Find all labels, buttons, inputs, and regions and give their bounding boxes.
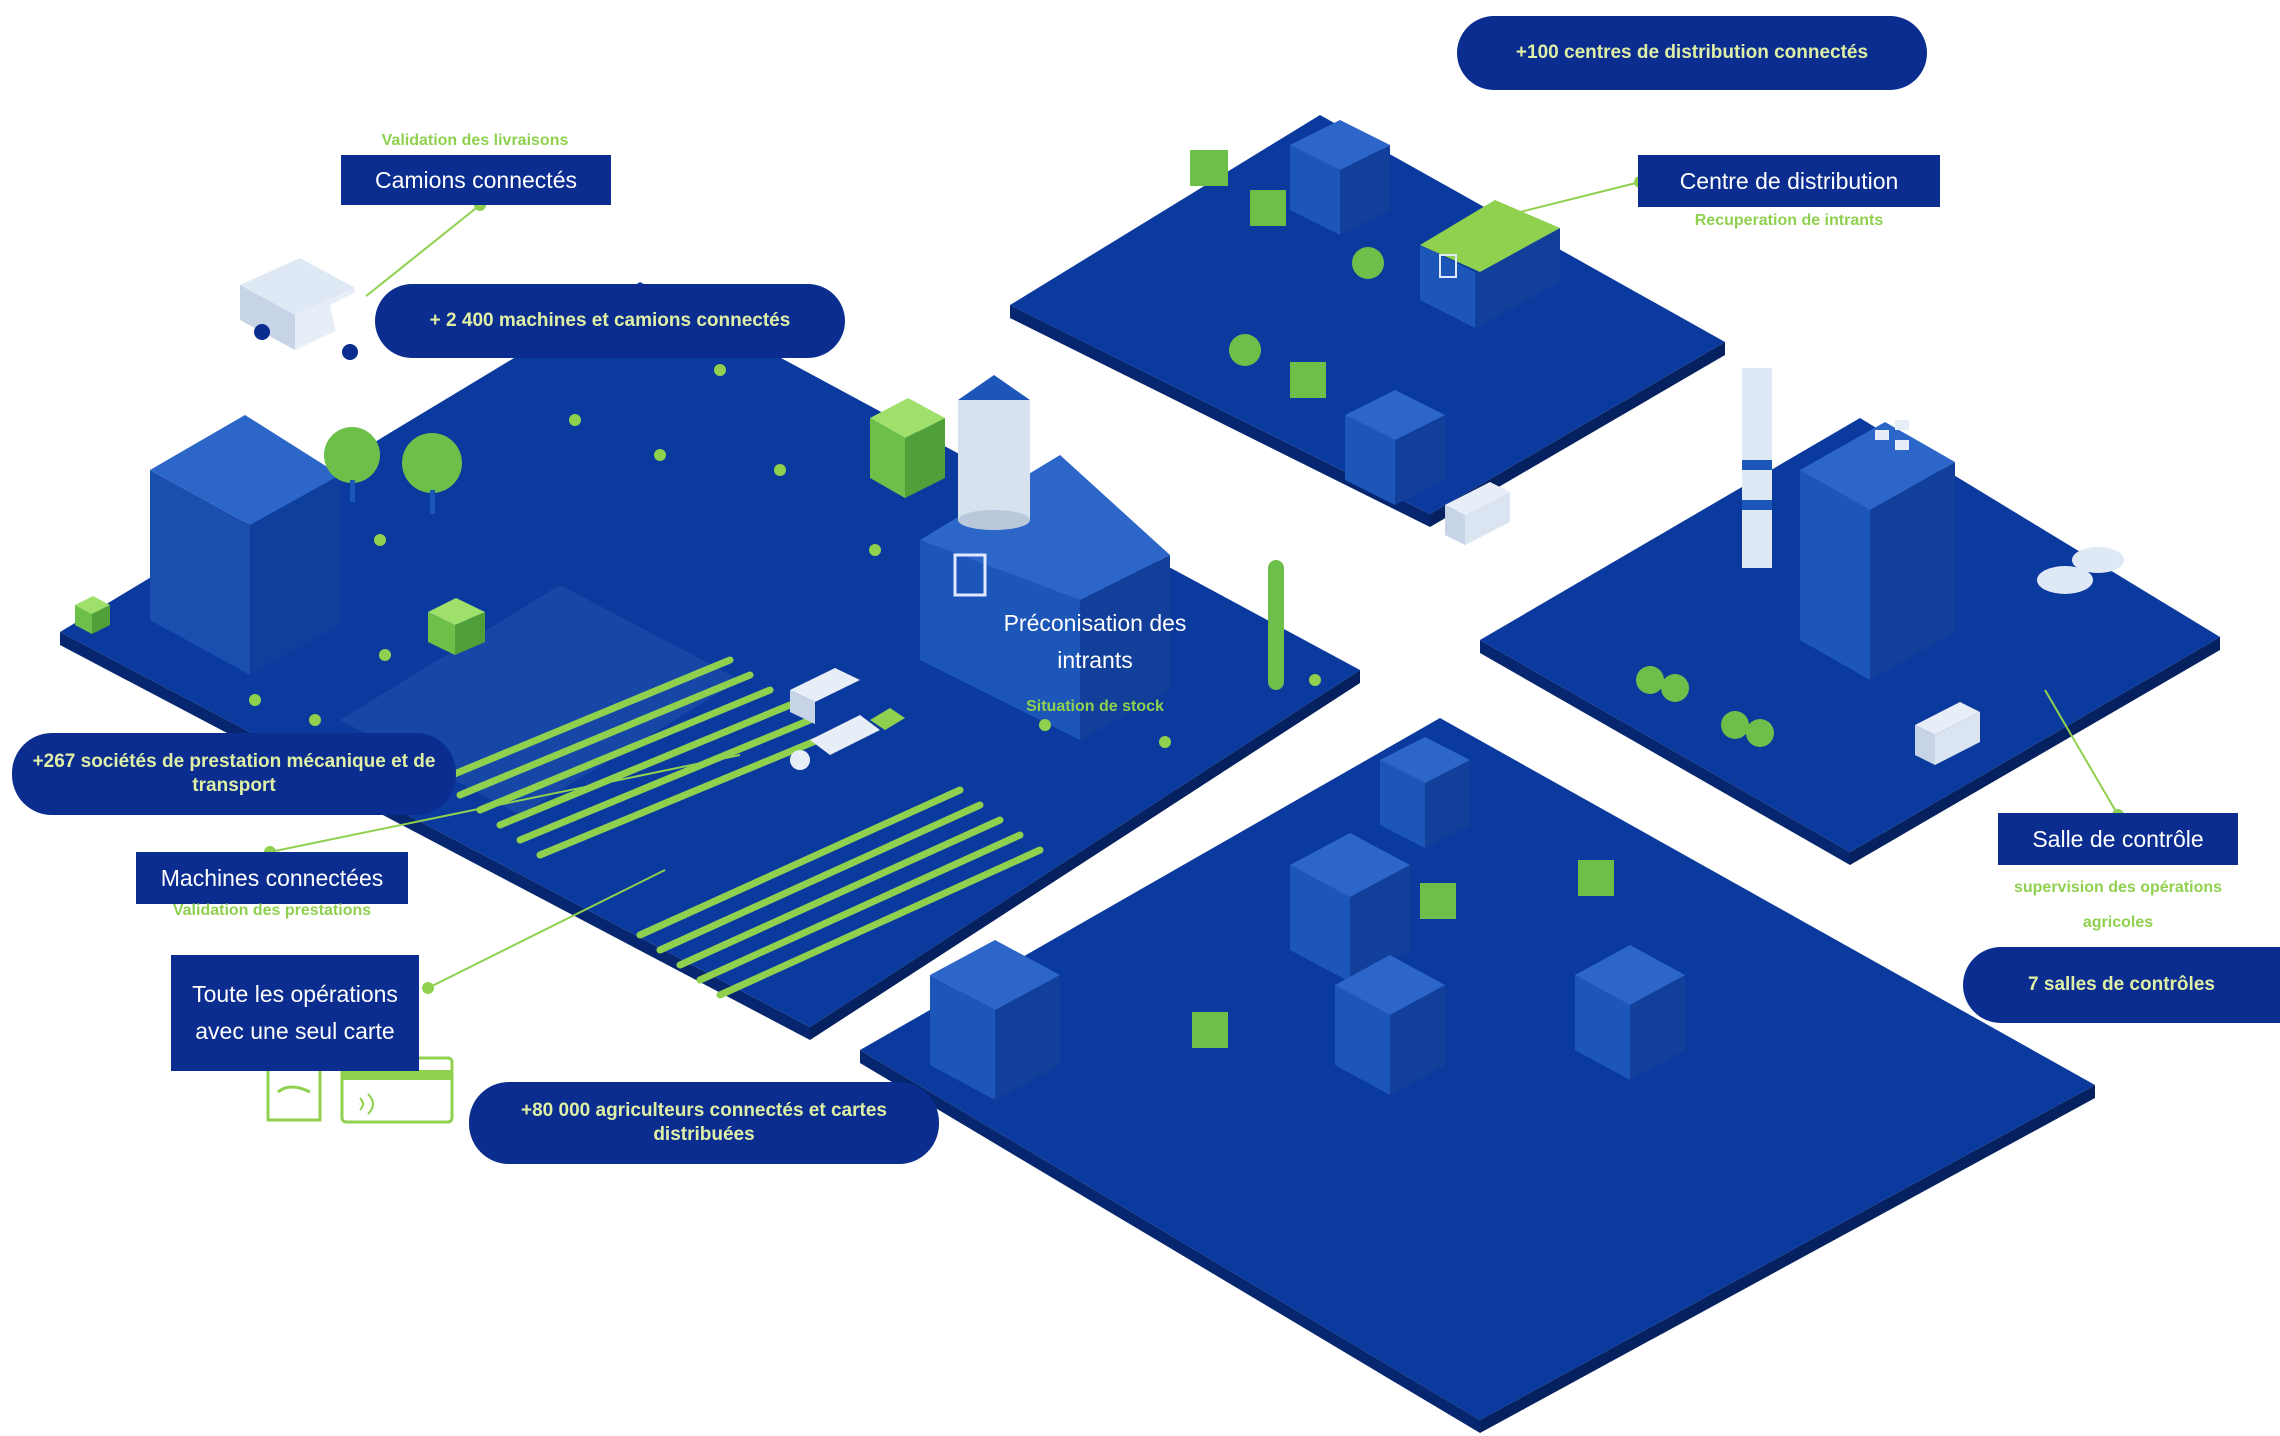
trees — [1636, 666, 1774, 747]
green-cube — [428, 598, 485, 655]
recommendation-label: Préconisation des intrants — [1003, 610, 1187, 673]
card-label: Toute les opérations avec une seul carte — [171, 955, 419, 1071]
trucks-subtitle: Validation des livraisons — [381, 132, 569, 149]
stat-service-companies: +267 sociétés de prestation mécanique et… — [12, 733, 456, 815]
recommendation-subtitle: Situation de stock — [1026, 698, 1164, 715]
green-cube — [75, 596, 110, 634]
stat-distribution-centers: +100 centres de distribution connectés — [1457, 16, 1927, 90]
factory-building — [1800, 420, 1955, 680]
tree — [324, 427, 380, 483]
cube — [930, 940, 1060, 1100]
control-room-subtitle: supervision des opérations agricoles — [2013, 879, 2223, 932]
cube — [1575, 945, 1685, 1080]
silo — [958, 375, 1030, 530]
barn-building — [920, 455, 1170, 740]
cube — [1335, 955, 1445, 1095]
stat-farmers: +80 000 agriculteurs connectés et cartes… — [469, 1082, 939, 1164]
empty-platform — [860, 718, 2095, 1433]
factory-platform — [1480, 368, 2220, 865]
trees — [1190, 150, 1384, 398]
distribution-platform — [1010, 115, 1725, 545]
distribution-center-label: Centre de distribution — [1638, 155, 1940, 207]
stat-machines-trucks: + 2 400 machines et camions connectés — [375, 284, 845, 358]
cube — [1380, 737, 1470, 848]
building — [1290, 120, 1390, 235]
distribution-barn — [1420, 200, 1560, 328]
trucks-label: Camions connectés — [341, 155, 611, 205]
tank — [2072, 547, 2124, 573]
factory-truck — [1915, 702, 1980, 765]
trees — [1192, 860, 1614, 1048]
pole — [1268, 560, 1284, 690]
control-room-label: Salle de contrôle — [1998, 813, 2238, 865]
warehouse-block — [150, 415, 340, 675]
stat-control-rooms: 7 salles de contrôles — [1963, 947, 2280, 1023]
cube — [1290, 833, 1410, 982]
crop-rows — [436, 656, 1044, 999]
green-cube — [870, 398, 945, 498]
machines-label: Machines connectées — [136, 852, 408, 904]
building — [1345, 390, 1445, 505]
green-dots — [249, 364, 1321, 748]
distribution-center-subtitle: Recuperation de intrants — [1694, 212, 1884, 229]
tree — [402, 433, 462, 493]
machines-subtitle: Validation des prestations — [172, 902, 372, 919]
tractor — [790, 668, 905, 770]
tank — [2037, 566, 2093, 594]
truck-icon — [240, 258, 370, 360]
delivery-truck — [1445, 482, 1510, 545]
